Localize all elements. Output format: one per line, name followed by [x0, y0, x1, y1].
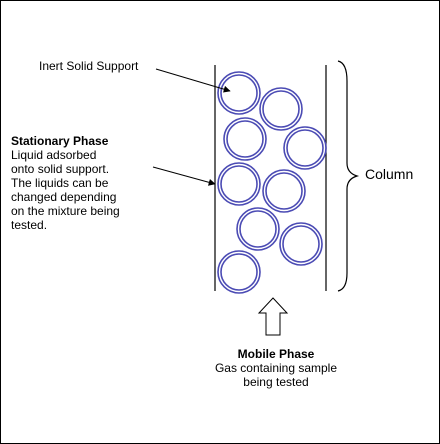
stationary-desc-line: on the mixture being — [11, 204, 120, 218]
particle — [217, 162, 261, 206]
stationary-pointer-arrow — [152, 166, 216, 186]
mobile-desc-line: being tested — [243, 375, 309, 389]
stationary-desc-line: tested. — [11, 218, 48, 232]
stationary-desc-line: onto solid support. — [11, 162, 110, 176]
column-label: Column — [365, 166, 414, 182]
particle — [217, 250, 261, 294]
stationary-desc-line: The liquids can be — [11, 176, 109, 190]
stationary-phase-title: Stationary Phase — [11, 134, 109, 148]
particle — [217, 71, 261, 115]
stationary-desc-line: Liquid adsorbed — [11, 148, 97, 162]
column-brace — [337, 60, 360, 292]
mobile-desc-line: Gas containing sample — [214, 361, 338, 375]
mobile-phase-flow-arrow — [257, 297, 289, 336]
mobile-phase-annotation: Mobile Phase Gas containing sample being… — [191, 347, 361, 389]
particle — [262, 169, 306, 213]
particle — [283, 126, 327, 170]
solid-support-particles — [217, 71, 327, 294]
inert-support-label: Inert Solid Support — [39, 59, 139, 73]
particle — [223, 117, 267, 161]
particle — [236, 207, 280, 251]
mobile-phase-title: Mobile Phase — [237, 347, 315, 361]
particle — [279, 222, 323, 266]
support-pointer-arrow — [155, 68, 231, 93]
particle — [259, 87, 303, 131]
stationary-phase-annotation: Stationary Phase Liquid adsorbed onto so… — [11, 134, 120, 232]
stationary-desc-line: changed depending — [11, 190, 117, 204]
